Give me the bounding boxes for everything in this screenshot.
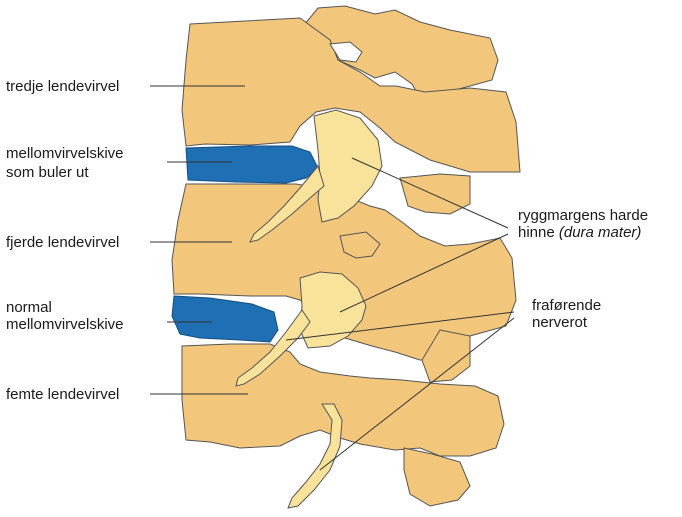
label-normal-disc-line2: mellomvirvelskive (6, 316, 124, 333)
third-vertebra-foramen (329, 41, 363, 63)
label-bulging-disc-line2: som buler ut (6, 164, 89, 181)
leader-dura-lower (339, 233, 509, 313)
leader-dura-upper (351, 157, 509, 229)
label-bulging-disc-line1: mellomvirvelskive (6, 145, 124, 162)
label-normal-disc-line1: normal (6, 299, 52, 316)
label-third-vertebra: tredje lendevirvel (6, 78, 120, 95)
nerve-root-upper (249, 164, 325, 243)
third-vertebra-posterior (299, 5, 499, 99)
fifth-vertebra (181, 329, 505, 507)
label-fifth-vertebra: femte lendevirvel (6, 386, 120, 403)
third-vertebra (181, 5, 521, 173)
label-fourth-vertebra: fjerde lendevirvel (6, 234, 120, 251)
bulging-disc (185, 145, 319, 184)
label-dura-line2-italic: (dura mater) (558, 224, 642, 241)
third-vertebra-body (181, 17, 521, 173)
label-nerve-line1: fraførende (532, 297, 602, 314)
fourth-vertebra-process (339, 231, 381, 259)
nerve-root-middle (235, 309, 311, 387)
label-dura-line2: hinne (dura mater) (518, 223, 641, 242)
fourth-vertebra (171, 173, 517, 361)
leader-nerve-middle (285, 311, 515, 341)
leader-lines (150, 85, 515, 471)
fourth-vertebra-lamina (399, 173, 471, 215)
label-dura-line1: ryggmargens harde (518, 207, 649, 224)
fourth-vertebra-body (171, 183, 517, 361)
nerve-root-lower (287, 403, 343, 509)
leader-nerve-lower (319, 317, 515, 471)
fifth-vertebra-lamina (421, 329, 471, 383)
normal-disc (171, 295, 279, 343)
label-nerve-line2: nerverot (532, 314, 588, 331)
label-dura-line2-prefix: hinne (518, 224, 555, 241)
dura-mater-upper (313, 109, 383, 223)
fifth-vertebra-lower-process (403, 447, 471, 507)
